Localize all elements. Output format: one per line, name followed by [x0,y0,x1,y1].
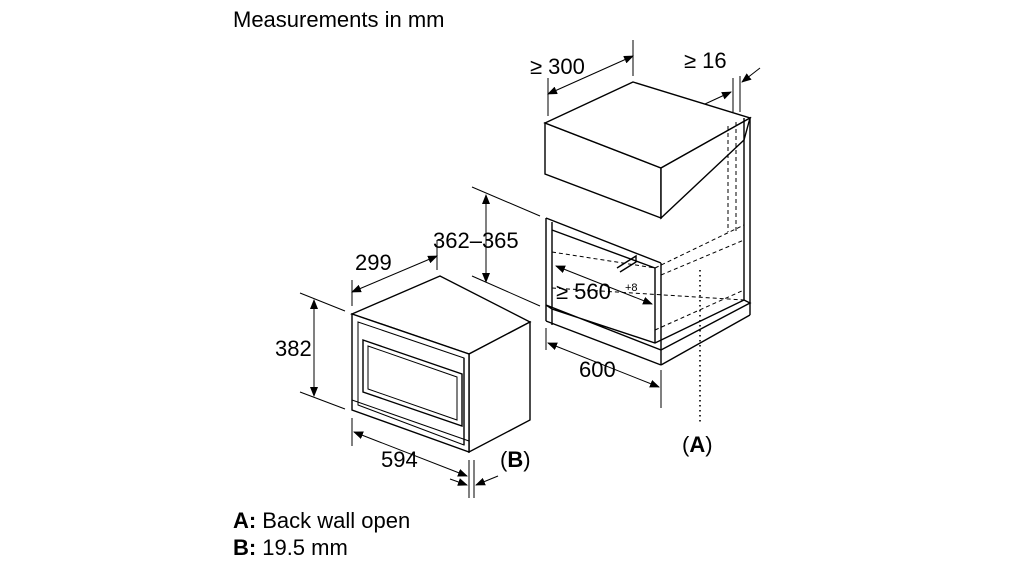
label-ventilation-gap: ≥ 16 [684,48,727,73]
legend: A:Back wall open B:19.5 mm [233,508,410,560]
dim-appliance-depth: 299 [351,240,438,306]
dim-ventilation-gap: ≥ 16 [684,48,761,112]
dim-appliance-height: 382 [275,292,346,410]
diagram-title: Measurements in mm [233,7,445,32]
dim-cabinet-width: 600 [545,328,662,408]
dim-niche-height: 362–365 [433,186,541,307]
dim-niche-width: ≥ 560 +8 [555,265,653,305]
label-appliance-height: 382 [275,336,312,361]
dim-niche-depth: ≥ 300 [530,40,634,116]
appliance-drawing [350,275,532,454]
label-niche-width-tolerance: +8 [625,282,638,294]
appliance-window [362,339,463,427]
dim-appliance-width: 594 [351,418,470,498]
appliance-front [351,313,470,453]
label-appliance-width: 594 [381,447,418,472]
dim-frame-b [449,460,499,498]
label-niche-height: 362–365 [433,228,519,253]
label-niche-width: ≥ 560 [556,279,611,304]
label-niche-depth: ≥ 300 [530,54,585,79]
label-appliance-depth: 299 [355,250,392,275]
marker-b: (B) [500,447,531,472]
marker-a: (A) [682,432,713,457]
cabinet-drawing [543,81,752,425]
legend-item-b: B:19.5 mm [233,535,348,560]
label-cabinet-width: 600 [579,357,616,382]
legend-item-a: A:Back wall open [233,508,410,533]
